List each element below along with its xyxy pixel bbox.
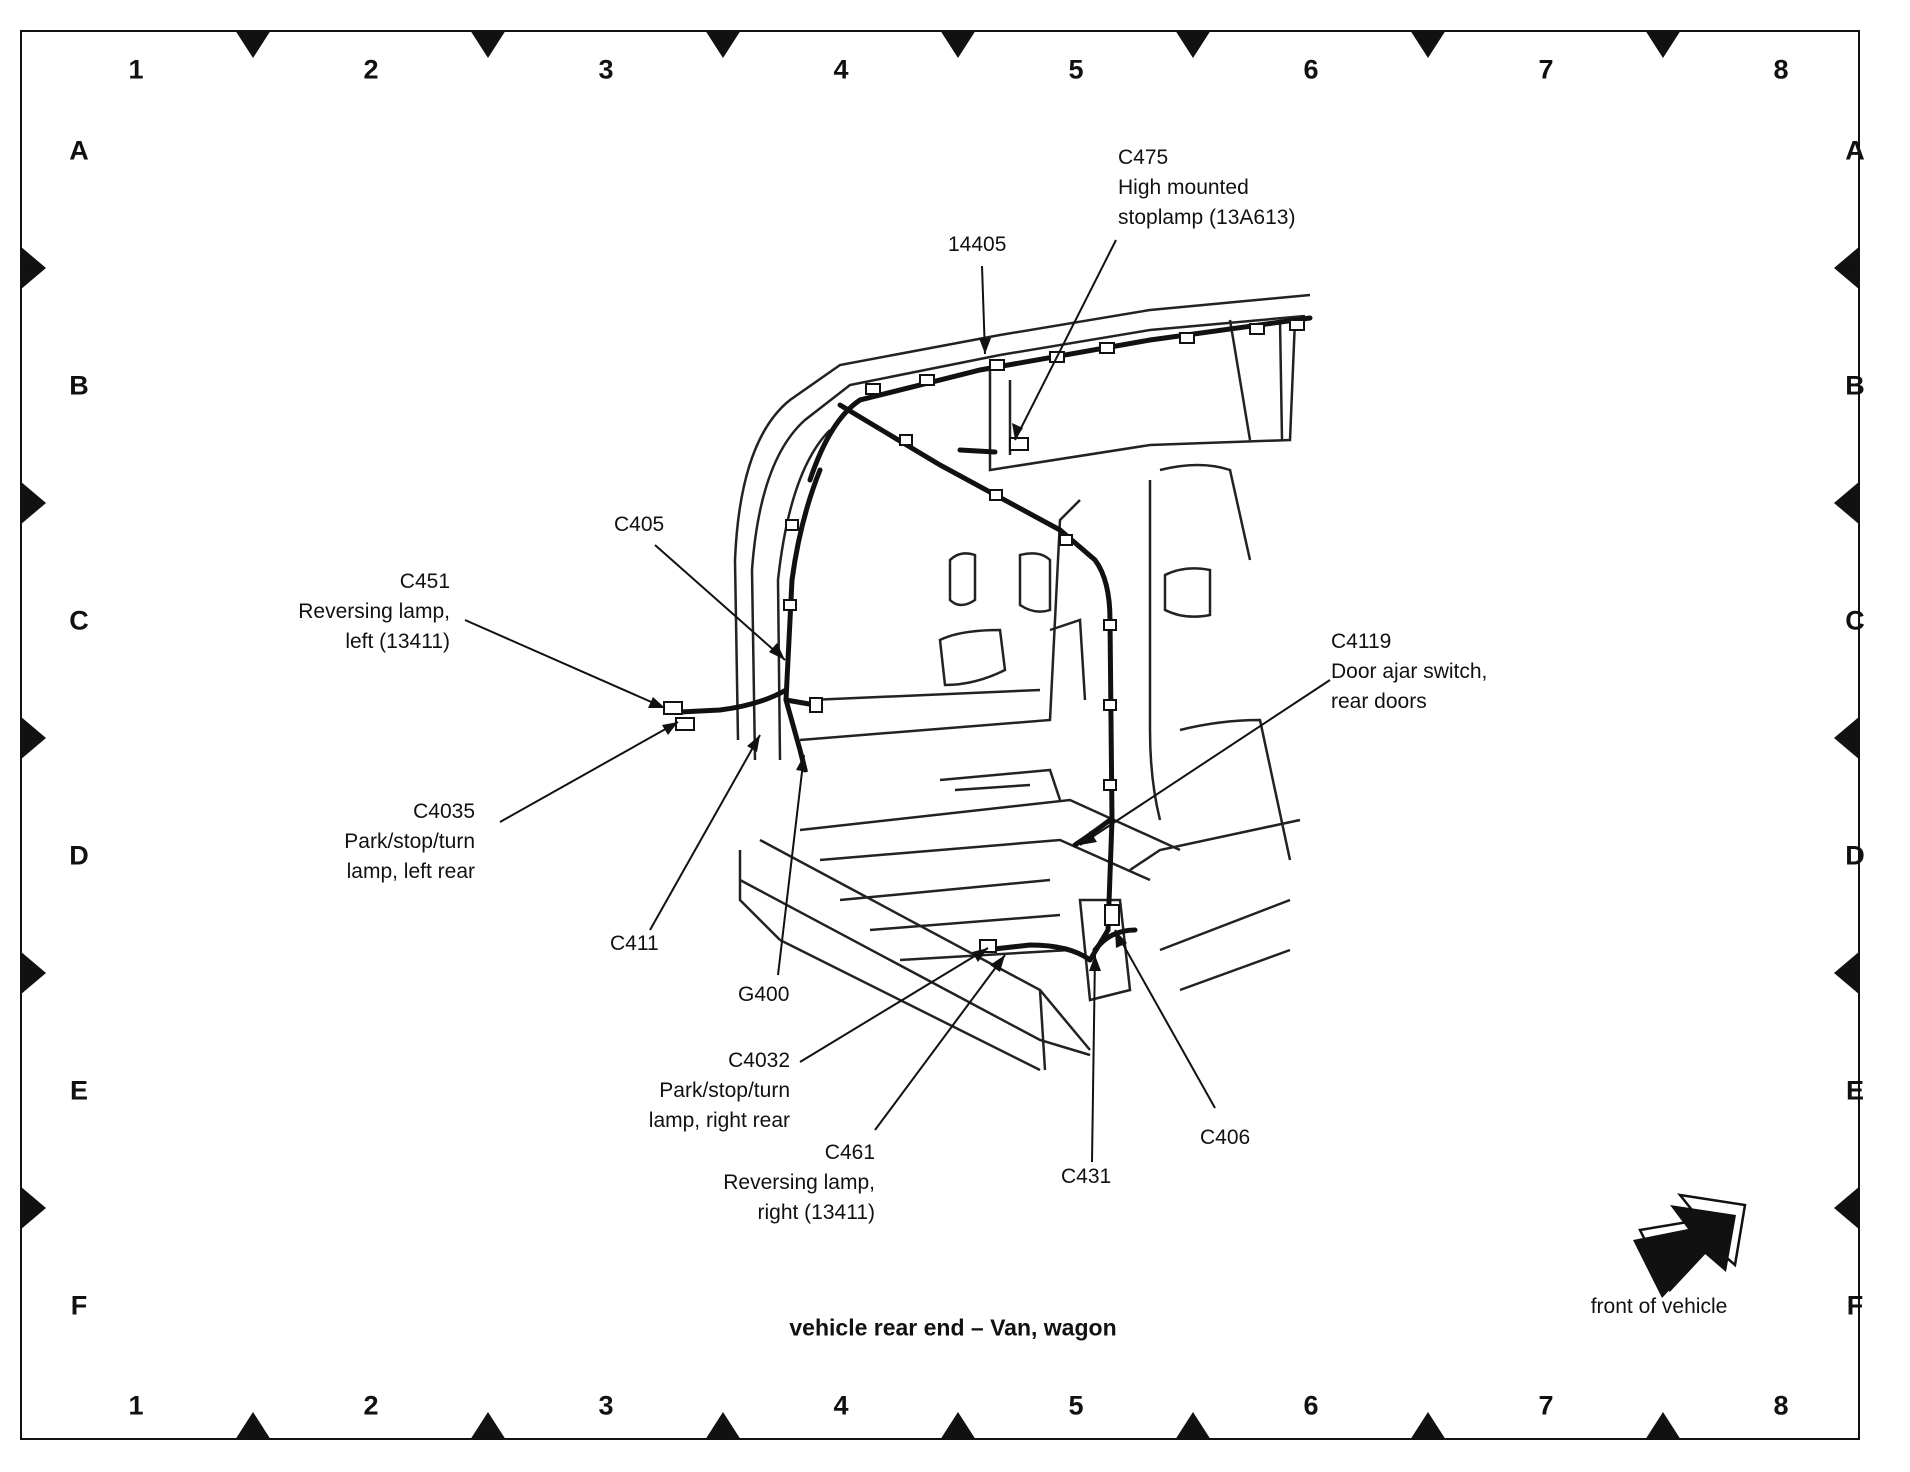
callout-c4035: C4035 Park/stop/turn lamp, left rear: [310, 797, 475, 887]
harness-id: 14405: [948, 233, 1007, 256]
connector-desc: Reversing lamp,: [723, 1171, 875, 1194]
grid-marker-bottom: [470, 1412, 506, 1440]
grid-marker-left: [20, 1186, 46, 1230]
connector-id: C405: [614, 513, 665, 536]
callout-c411: C411: [610, 929, 659, 959]
connector-desc: High mounted: [1118, 176, 1249, 199]
leader-lines: [464, 239, 1331, 1163]
grid-marker-bottom: [235, 1412, 271, 1440]
connector-desc: lamp, right rear: [648, 1109, 790, 1132]
connector-id: C406: [1200, 1126, 1251, 1149]
callout-c405: C405: [614, 510, 664, 540]
col-label-top: 8: [1773, 54, 1789, 85]
callout-c461: C461 Reversing lamp, right (13411): [690, 1138, 875, 1228]
callout-g400: G400: [738, 980, 789, 1010]
connector-desc: lamp, left rear: [346, 860, 475, 883]
grid-marker-left: [20, 716, 46, 760]
col-label-top: 6: [1303, 54, 1319, 85]
grid-marker-bottom: [1645, 1412, 1681, 1440]
callout-c406: C406: [1200, 1123, 1250, 1153]
col-label-top: 7: [1538, 54, 1554, 85]
col-label-top: 3: [598, 54, 614, 85]
callout-c4119: C4119 Door ajar switch, rear doors: [1331, 627, 1487, 717]
row-label-right: E: [1845, 1075, 1865, 1106]
row-label-right: A: [1845, 135, 1865, 166]
connector-desc: Door ajar switch,: [1331, 660, 1488, 683]
connector-desc: Park/stop/turn: [659, 1079, 790, 1102]
grid-marker-top: [1645, 30, 1681, 58]
col-label-top: 5: [1068, 54, 1084, 85]
col-label-bottom: 1: [128, 1390, 144, 1421]
grid-marker-top: [470, 30, 506, 58]
callout-c431: C431: [1061, 1162, 1111, 1192]
front-of-vehicle-label: front of vehicle: [1590, 1295, 1728, 1318]
col-label-top: 1: [128, 54, 144, 85]
connector-desc: left (13411): [345, 630, 450, 653]
callout-c4032: C4032 Park/stop/turn lamp, right rear: [610, 1046, 790, 1136]
grid-marker-top: [235, 30, 271, 58]
col-label-bottom: 6: [1303, 1390, 1319, 1421]
connector-desc: rear doors: [1331, 690, 1427, 713]
vehicle-body: [733, 293, 1311, 1072]
grid-marker-right: [1834, 1186, 1860, 1230]
callout-harness-14405: 14405: [948, 230, 1006, 260]
connector-id: C4119: [1331, 630, 1392, 653]
connector-desc: Reversing lamp,: [298, 600, 450, 623]
grid-marker-right: [1834, 716, 1860, 760]
row-label-left: A: [69, 135, 89, 166]
col-label-bottom: 3: [598, 1390, 614, 1421]
connector-id: C475: [1118, 146, 1169, 169]
col-label-top: 4: [833, 54, 849, 85]
col-label-bottom: 4: [833, 1390, 849, 1421]
callout-c451: C451 Reversing lamp, left (13411): [280, 567, 450, 657]
connector-id: C4035: [413, 800, 475, 823]
row-label-left: E: [69, 1075, 89, 1106]
connector-desc: stoplamp (13A613): [1118, 206, 1296, 229]
grid-marker-bottom: [1175, 1412, 1211, 1440]
connector-id: C4032: [728, 1049, 790, 1072]
grid-marker-bottom: [940, 1412, 976, 1440]
col-label-bottom: 7: [1538, 1390, 1554, 1421]
grid-marker-top: [705, 30, 741, 58]
grid-marker-right: [1834, 246, 1860, 290]
row-label-right: C: [1845, 605, 1865, 636]
grid-marker-top: [940, 30, 976, 58]
grid-marker-bottom: [705, 1412, 741, 1440]
connector-id: C411: [610, 932, 659, 955]
col-label-top: 2: [363, 54, 379, 85]
grid-marker-left: [20, 481, 46, 525]
row-label-right: D: [1845, 840, 1865, 871]
connector-id: C451: [399, 570, 450, 593]
row-label-left: B: [69, 370, 89, 401]
row-label-left: F: [70, 1290, 88, 1321]
row-label-right: B: [1845, 370, 1865, 401]
callout-c475: C475 High mounted stoplamp (13A613): [1118, 143, 1295, 233]
grid-marker-bottom: [1410, 1412, 1446, 1440]
ground-id: G400: [738, 983, 790, 1006]
grid-marker-left: [20, 951, 46, 995]
harness-clips: [663, 319, 1305, 953]
grid-marker-left: [20, 246, 46, 290]
col-label-bottom: 2: [363, 1390, 379, 1421]
row-label-left: C: [69, 605, 89, 636]
leader-arrowheads: [648, 338, 1127, 972]
row-label-left: D: [69, 840, 89, 871]
row-label-right: F: [1846, 1290, 1864, 1321]
grid-markers: [20, 30, 1860, 1440]
grid-marker-top: [1410, 30, 1446, 58]
connector-desc: Park/stop/turn: [344, 830, 475, 853]
col-label-bottom: 5: [1068, 1390, 1084, 1421]
connector-desc: right (13411): [757, 1201, 875, 1224]
col-label-bottom: 8: [1773, 1390, 1789, 1421]
grid-marker-top: [1175, 30, 1211, 58]
grid-marker-right: [1834, 481, 1860, 525]
connector-id: C431: [1061, 1165, 1112, 1188]
front-arrow-icon: [1633, 1193, 1747, 1298]
diagram-title: vehicle rear end – Van, wagon: [789, 1314, 1117, 1341]
grid-marker-right: [1834, 951, 1860, 995]
connector-id: C461: [824, 1141, 875, 1164]
